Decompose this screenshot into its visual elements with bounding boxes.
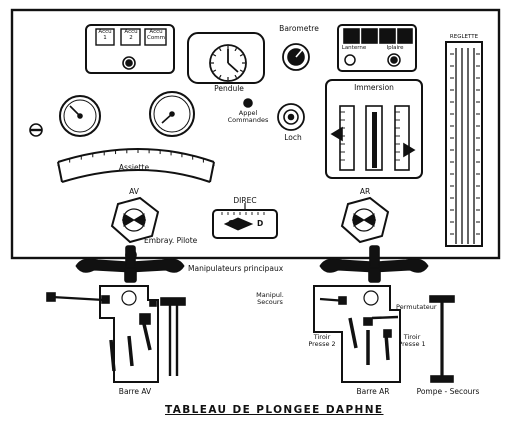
tick-mark [218,47,222,52]
assiette-arc [57,148,215,183]
label-pompe-secours: Pompe - Secours [416,387,480,396]
label-tiroir-presse-1: Tiroir Presse 1 [398,333,426,348]
pompe-secours [429,295,455,383]
direc-indicator [212,203,278,239]
reglette [445,41,483,247]
pendule-clock [187,32,265,84]
tick-mark [239,53,244,57]
loch-gauge [277,103,305,131]
label-manipulateurs-principaux: Manipulateurs principaux [188,264,284,273]
tick-mark [234,47,238,52]
barre-ar-assembly [313,285,401,383]
label-tiroir-presse-2: Tiroir Presse 2 [308,333,336,348]
label-accu-2: Accu 2 [124,29,138,41]
manipulateur-ar-handle[interactable] [319,245,429,283]
ar-indicator [340,196,390,244]
appel-commandes-button[interactable] [243,98,253,108]
label-direc-g: G [228,219,235,228]
tick-mark [234,74,238,79]
main-panel [10,8,501,260]
accu-box [85,24,175,74]
barre-av-assembly [46,285,186,383]
label-iplaire: Iplaire [386,45,404,51]
label-ar: AR [359,187,371,196]
immersion-box [325,79,423,179]
label-pendule: Pendule [214,84,244,93]
label-accu-comm: Accu Comm [147,29,165,41]
label-embray-pilote: Embray. Pilote [144,236,198,245]
gauge-left [59,95,101,137]
label-manipulateur-secours: Manipul. Secours [256,291,284,306]
label-direc: DIREC [233,196,257,205]
label-loch: Loch [284,133,302,142]
label-immersion: Immersion [354,83,394,92]
lamp-box [337,24,417,72]
label-barometre: Barometre [279,24,319,33]
gauge-middle [149,91,195,137]
tick-mark [212,69,217,73]
diagram-title: TABLEAU DE PLONGEE DAPHNE [165,404,384,416]
label-appel-commandes: Appel Commandes [227,109,269,124]
label-av: AV [129,187,139,196]
label-barre-ar: Barre AR [356,387,390,396]
manipulateur-av-handle[interactable] [75,245,185,283]
label-accu-1: Accu 1 [98,29,112,41]
tick-mark [239,69,244,73]
tick-mark [212,53,217,57]
label-reglette: REGLETTE [449,34,479,40]
label-barre-av: Barre AV [118,387,152,396]
tick-mark [218,74,222,79]
label-assiette: Assiette [118,163,150,172]
label-lanterne: Lanterne [341,45,367,51]
label-permutateur: Permutateur [396,303,437,311]
label-direc-d: D [257,219,264,228]
barometre-gauge [282,43,310,71]
av-indicator [110,196,160,244]
